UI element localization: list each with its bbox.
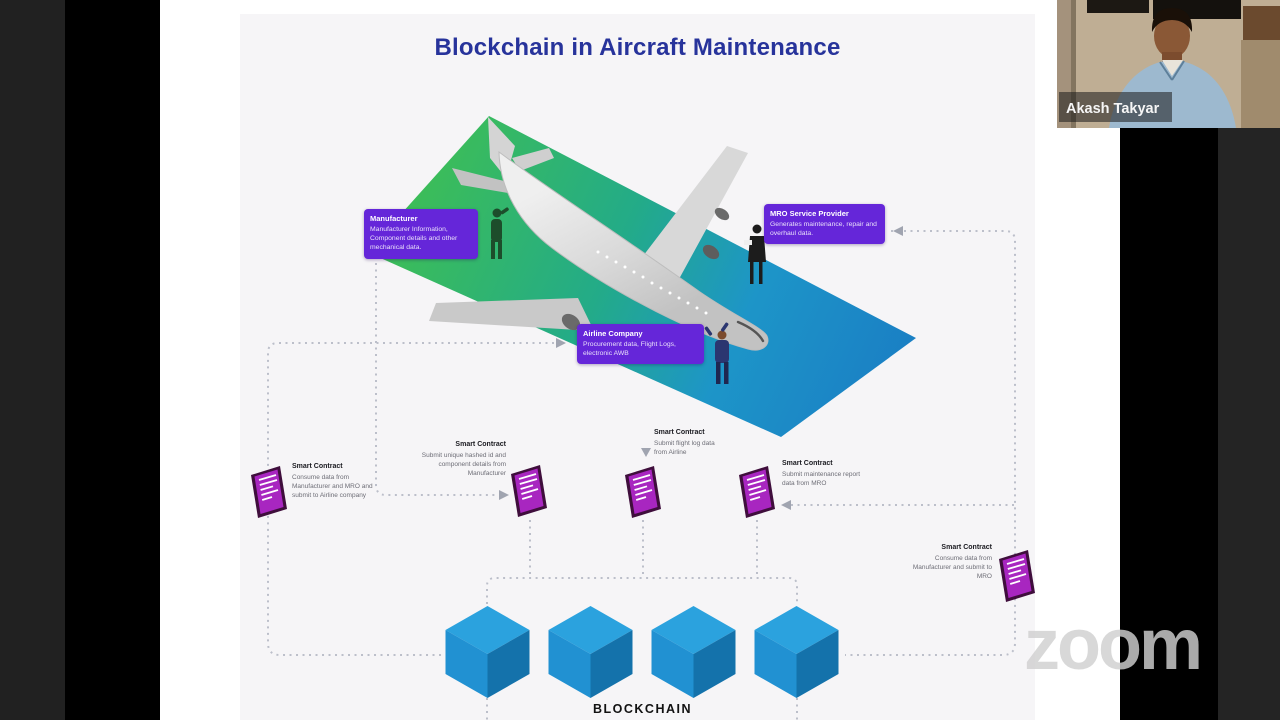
arrow-into-mro-icon xyxy=(893,226,903,236)
arrow-down-doc-icon xyxy=(641,448,651,457)
airline-card-title: Airline Company xyxy=(583,329,643,338)
smart-contract-description: Submit flight log data from Airline xyxy=(654,439,715,456)
arrow-left-report-icon xyxy=(781,500,791,510)
smart-contract-description: Consume data from Manufacturer and submi… xyxy=(912,554,992,580)
smart-contract-title: Smart Contract xyxy=(654,429,705,436)
smart-contract-label-submit-manufacturer: Smart Contract Submit unique hashed id a… xyxy=(408,440,506,478)
smart-contract-title: Smart Contract xyxy=(782,460,833,467)
airline-company-card: Airline Company Procurement data, Flight… xyxy=(577,324,704,365)
letterbox-left-inner xyxy=(65,0,160,720)
mro-card-description: Generates maintenance, repair and overha… xyxy=(770,221,877,238)
participant-video-feed: Akash Takyar xyxy=(1057,0,1280,128)
smart-contract-label-submit-flight-log: Smart Contract Submit flight log data fr… xyxy=(654,428,726,457)
smart-contract-title: Smart Contract xyxy=(455,441,506,448)
airplane-illustration xyxy=(429,117,769,351)
airplane-windows xyxy=(596,250,708,315)
participant-avatar xyxy=(1109,8,1236,128)
smart-contract-doc-icon xyxy=(511,465,547,517)
aircraft-blockchain-diagram xyxy=(251,116,1035,720)
airplane-left-stabilizer-icon xyxy=(452,168,508,193)
airplane-engine-icon xyxy=(702,244,720,260)
blockchain-block-4 xyxy=(754,606,839,698)
smart-contract-description: Consume data from Manufacturer and MRO a… xyxy=(292,473,373,499)
airplane-cockpit-window xyxy=(736,320,765,343)
airplane-right-stabilizer-icon xyxy=(512,148,554,171)
manufacturer-card: Manufacturer Manufacturer Information, C… xyxy=(364,209,478,259)
slide-title: Blockchain in Aircraft Maintenance xyxy=(434,34,841,61)
airplane-engine-icon xyxy=(714,207,730,221)
smart-contract-description: Submit maintenance report data from MRO xyxy=(782,470,861,487)
arrow-into-doc-icon xyxy=(499,490,509,500)
mro-card-title: MRO Service Provider xyxy=(770,209,849,218)
letterbox-left-outer xyxy=(0,0,65,720)
blockchain-block-3 xyxy=(651,606,736,698)
manufacturer-card-title: Manufacturer xyxy=(370,214,418,223)
airplane-fuselage xyxy=(498,150,769,351)
smart-contract-doc-icon xyxy=(625,466,661,518)
blockchain-block-2 xyxy=(548,606,633,698)
manufacturer-card-description: Manufacturer Information, Component deta… xyxy=(370,226,458,252)
connector-arrows xyxy=(499,226,903,510)
manufacturer-person-icon xyxy=(491,207,509,259)
airplane-engine-icon xyxy=(561,313,581,331)
participant-name-label: Akash Takyar xyxy=(1066,101,1160,117)
smart-contract-label-submit-maintenance: Smart Contract Submit maintenance report… xyxy=(782,459,866,488)
smart-contract-doc-icon xyxy=(251,466,287,518)
smart-contract-description: Submit unique hashed id and component de… xyxy=(421,451,506,477)
smart-contract-label-consume-airline: Smart Contract Consume data from Manufac… xyxy=(292,462,374,500)
airplane-left-wing-icon xyxy=(429,298,594,331)
mro-person-icon xyxy=(744,224,766,284)
blockchain-block-1 xyxy=(445,606,530,698)
airplane-right-wing-icon xyxy=(640,146,748,290)
arrow-into-airline-icon xyxy=(556,338,566,348)
smart-contract-title: Smart Contract xyxy=(941,544,992,551)
smart-contract-label-consume-mro: Smart Contract Consume data from Manufac… xyxy=(906,543,992,581)
airline-card-description: Procurement data, Flight Logs, electroni… xyxy=(583,341,676,358)
participant-video-tile[interactable]: Akash Takyar xyxy=(1057,0,1280,128)
smart-contract-doc-icon xyxy=(999,550,1035,602)
smart-contract-title: Smart Contract xyxy=(292,463,343,470)
airline-person-icon xyxy=(704,322,729,384)
mro-service-provider-card: MRO Service Provider Generates maintenan… xyxy=(764,204,885,245)
smart-contract-doc-icon xyxy=(739,466,775,518)
blockchain-label: BLOCKCHAIN xyxy=(592,702,693,716)
